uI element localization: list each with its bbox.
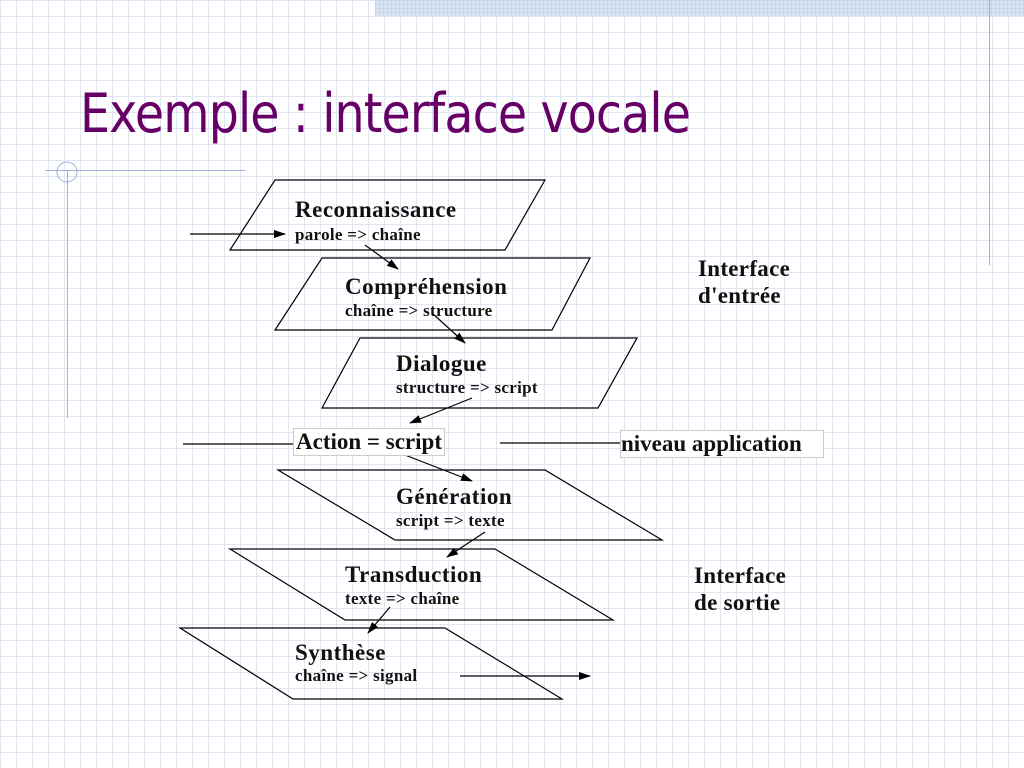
arrow-transduction-synthese bbox=[367, 606, 391, 634]
step-generation-title: Génération bbox=[396, 484, 513, 509]
target-circle-icon bbox=[56, 161, 78, 183]
step-comprehension-title: Compréhension bbox=[345, 274, 508, 299]
step-reconnaissance-shape bbox=[228, 179, 547, 251]
niveau-label: niveau application bbox=[621, 431, 802, 456]
input-interface-line2: d'entrée bbox=[698, 283, 781, 308]
arrow-action-generation bbox=[404, 454, 473, 482]
step-generation-subtitle: script => texte bbox=[396, 511, 505, 530]
step-synthese-shape bbox=[177, 627, 565, 700]
step-generation-shape bbox=[275, 469, 665, 541]
step-transduction-title: Transduction bbox=[345, 562, 483, 587]
top-decorative-band bbox=[375, 0, 1024, 16]
left-vertical-rule bbox=[67, 170, 68, 418]
step-synthese-subtitle: chaîne => signal bbox=[295, 666, 418, 685]
input-interface-label: Interface d'entrée bbox=[698, 255, 790, 309]
output-interface-line1: Interface bbox=[694, 563, 787, 588]
step-comprehension-shape bbox=[273, 257, 591, 331]
step-transduction-subtitle: texte => chaîne bbox=[345, 589, 460, 608]
arrow-generation-transduction bbox=[446, 531, 486, 558]
arrow-comprehension-dialogue bbox=[431, 312, 466, 344]
step-synthese-title: Synthèse bbox=[295, 640, 386, 665]
step-comprehension-subtitle: chaîne => structure bbox=[345, 301, 493, 320]
right-vertical-rule bbox=[989, 0, 990, 265]
input-interface-line1: Interface bbox=[698, 256, 791, 281]
output-interface-label: Interface de sortie bbox=[694, 562, 786, 616]
niveau-box: niveau application bbox=[620, 430, 824, 458]
step-transduction-shape bbox=[227, 548, 616, 621]
action-box: Action = script bbox=[293, 428, 445, 456]
action-label: Action = script bbox=[296, 429, 442, 454]
output-interface-line2: de sortie bbox=[694, 590, 781, 615]
step-dialogue-shape bbox=[320, 337, 639, 409]
step-dialogue-title: Dialogue bbox=[396, 351, 487, 376]
slide-title: Exemple : interface vocale bbox=[80, 82, 691, 145]
step-reconnaissance-title: Reconnaissance bbox=[295, 197, 457, 222]
arrow-reconnaissance-comprehension bbox=[364, 244, 399, 270]
step-dialogue-subtitle: structure => script bbox=[396, 378, 538, 397]
arrow-dialogue-action bbox=[409, 397, 473, 424]
step-reconnaissance-subtitle: parole => chaîne bbox=[295, 225, 421, 244]
title-underline-rule bbox=[45, 170, 245, 171]
